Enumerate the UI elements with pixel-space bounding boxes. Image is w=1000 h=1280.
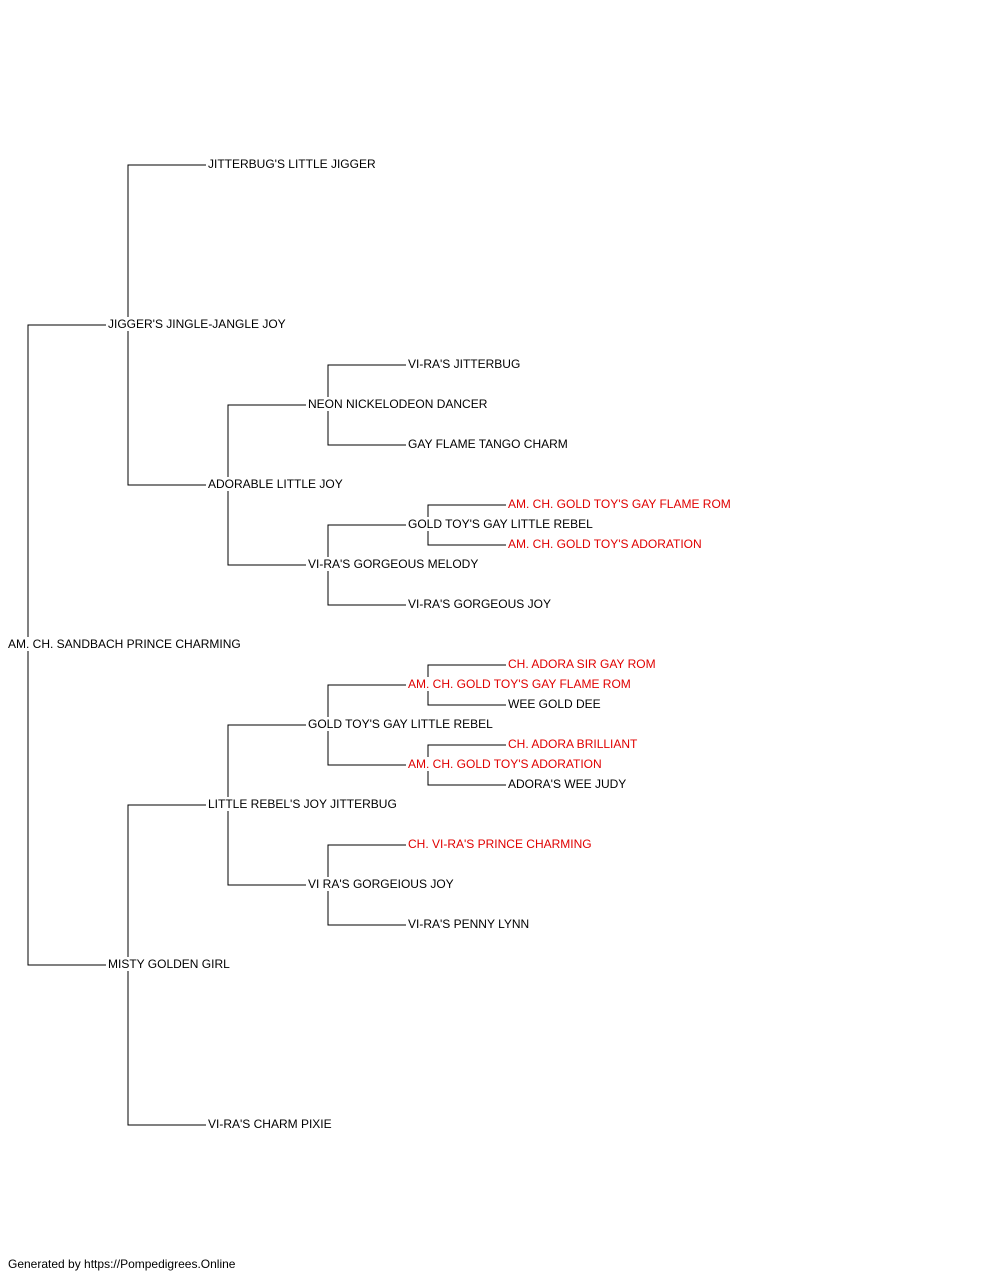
ancestor-name: JIGGER'S JINGLE-JANGLE JOY	[108, 317, 288, 331]
ancestor-name: LITTLE REBEL'S JOY JITTERBUG	[208, 797, 399, 811]
ancestor-name: GAY FLAME TANGO CHARM	[408, 437, 570, 451]
connector-line	[327, 844, 406, 885]
connector-line	[227, 404, 306, 485]
connector-line	[327, 364, 406, 405]
connector-line	[327, 524, 406, 565]
ancestor-name: CH. VI-RA'S PRINCE CHARMING	[408, 837, 594, 851]
connector-line	[27, 324, 106, 645]
connector-line	[227, 485, 306, 566]
connector-line	[427, 525, 506, 546]
ancestor-name: VI-RA'S GORGEOUS JOY	[408, 597, 553, 611]
ancestor-name: AM. CH. GOLD TOY'S ADORATION	[508, 537, 704, 551]
ancestor-name: CH. ADORA BRILLIANT	[508, 737, 640, 751]
connector-line	[127, 325, 206, 486]
subject-dog-name: AM. CH. SANDBACH PRINCE CHARMING	[8, 637, 243, 651]
connector-line	[427, 765, 506, 786]
ancestor-name: WEE GOLD DEE	[508, 697, 603, 711]
ancestor-name: ADORA'S WEE JUDY	[508, 777, 629, 791]
ancestor-name: VI-RA'S JITTERBUG	[408, 357, 523, 371]
connector-line	[327, 725, 406, 766]
ancestor-name: NEON NICKELODEON DANCER	[308, 397, 490, 411]
ancestor-name: MISTY GOLDEN GIRL	[108, 957, 232, 971]
connector-line	[327, 684, 406, 725]
connector-line	[127, 804, 206, 965]
ancestor-name: CH. ADORA SIR GAY ROM	[508, 657, 658, 671]
connector-line	[227, 724, 306, 805]
connector-line	[227, 805, 306, 886]
ancestor-name: VI-RA'S CHARM PIXIE	[208, 1117, 334, 1131]
connector-line	[27, 645, 106, 966]
ancestor-name: AM. CH. GOLD TOY'S GAY FLAME ROM	[408, 677, 633, 691]
connector-line	[127, 965, 206, 1126]
ancestor-name: GOLD TOY'S GAY LITTLE REBEL	[308, 717, 495, 731]
ancestor-name: AM. CH. GOLD TOY'S GAY FLAME ROM	[508, 497, 733, 511]
ancestor-name: ADORABLE LITTLE JOY	[208, 477, 345, 491]
ancestor-name: AM. CH. GOLD TOY'S ADORATION	[408, 757, 604, 771]
ancestor-name: VI-RA'S GORGEOUS MELODY	[308, 557, 481, 571]
ancestor-name: JITTERBUG'S LITTLE JIGGER	[208, 157, 378, 171]
ancestor-name: GOLD TOY'S GAY LITTLE REBEL	[408, 517, 595, 531]
connector-line	[327, 405, 406, 446]
connector-line	[127, 164, 206, 325]
ancestor-name: VI-RA'S PENNY LYNN	[408, 917, 532, 931]
connector-line	[427, 685, 506, 706]
ancestor-name: VI RA'S GORGEIOUS JOY	[308, 877, 456, 891]
connector-line	[327, 565, 406, 606]
generated-by-footer: Generated by https://Pompedigrees.Online	[8, 1257, 236, 1271]
connector-line	[327, 885, 406, 926]
